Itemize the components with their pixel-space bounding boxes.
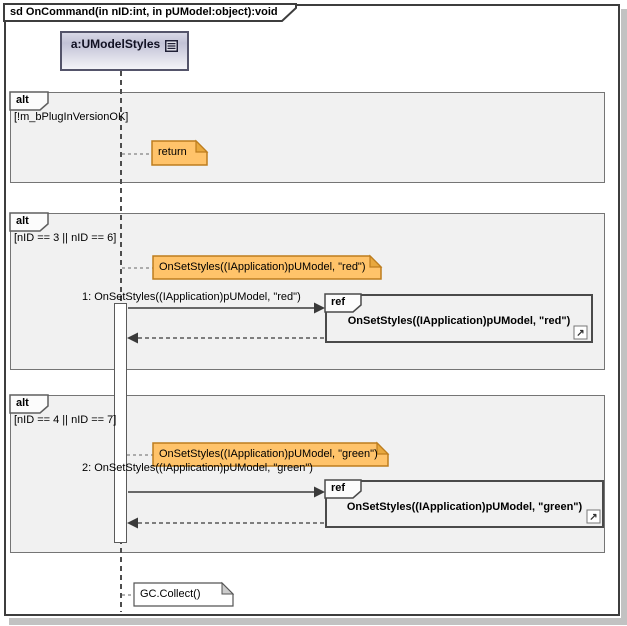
note-green-text: OnSetStyles((IApplication)pUModel, "gree… bbox=[159, 448, 378, 460]
ref1-operator-label: ref bbox=[331, 296, 346, 308]
list-icon bbox=[165, 39, 179, 57]
activation-bar[interactable] bbox=[114, 303, 127, 543]
note-return-text: return bbox=[158, 146, 187, 158]
ref-fragment-red[interactable] bbox=[325, 294, 593, 343]
alt1-guard: [!m_bPlugInVersionOK] bbox=[14, 111, 129, 123]
ref1-label: OnSetStyles((IApplication)pUModel, "red"… bbox=[347, 315, 571, 327]
message-call-red-label: 1: OnSetStyles((IApplication)pUModel, "r… bbox=[82, 291, 301, 303]
alt2-guard: [nID == 3 || nID == 6] bbox=[14, 232, 117, 244]
message-call-green-label: 2: OnSetStyles((IApplication)pUModel, "g… bbox=[82, 462, 313, 474]
ref-fragment-green[interactable] bbox=[325, 480, 604, 528]
note-red-text: OnSetStyles((IApplication)pUModel, "red"… bbox=[159, 261, 366, 273]
alt3-guard: [nID == 4 || nID == 7] bbox=[14, 414, 117, 426]
alt-fragment-red[interactable] bbox=[10, 213, 605, 370]
alt2-operator-label: alt bbox=[16, 215, 29, 227]
frame-shadow-bottom bbox=[9, 618, 627, 625]
alt-fragment-version-check[interactable] bbox=[10, 92, 605, 183]
lifeline-head-umodelstyles[interactable]: a:UModelStyles bbox=[60, 31, 189, 71]
ref2-label: OnSetStyles((IApplication)pUModel, "gree… bbox=[346, 501, 583, 513]
ref2-operator-label: ref bbox=[331, 482, 346, 494]
note-gc-text: GC.Collect() bbox=[140, 588, 201, 600]
diagram-title: sd OnCommand(in nID:int, in pUModel:obje… bbox=[10, 6, 278, 18]
lifeline-label: a:UModelStyles bbox=[70, 37, 161, 51]
frame-shadow-right bbox=[621, 9, 627, 621]
alt1-operator-label: alt bbox=[16, 94, 29, 106]
alt3-operator-label: alt bbox=[16, 397, 29, 409]
